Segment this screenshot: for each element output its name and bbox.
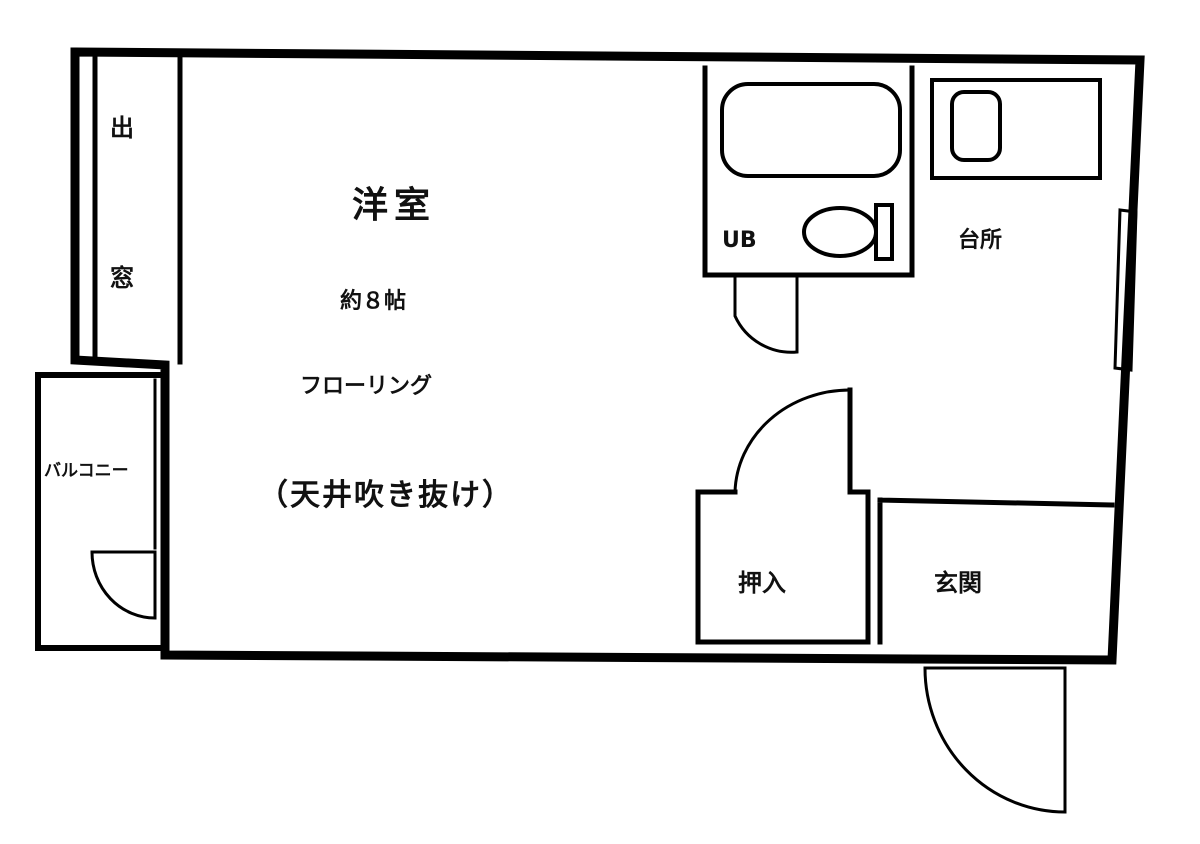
closet-label: 押入	[738, 569, 786, 597]
right-window	[1113, 208, 1138, 372]
entrance-label: 玄関	[934, 569, 982, 597]
western-room-name: 洋室	[352, 185, 437, 226]
side-bay-wall	[92, 52, 183, 365]
closet-wall	[695, 387, 871, 645]
entrance-wall	[877, 497, 1115, 645]
kitchen-counter	[930, 78, 1102, 180]
western-room-note: （天井吹き抜け）	[258, 478, 514, 513]
closet-door	[733, 388, 852, 494]
kitchen-sink	[950, 90, 1002, 162]
western-room-size: 約８帖	[340, 289, 407, 314]
balcony-door	[90, 550, 157, 620]
side-bay-label-top: 出	[110, 114, 134, 142]
western-room-floor: フローリング	[300, 374, 433, 399]
unit-bath-wall	[702, 65, 915, 278]
kitchen-label: 台所	[958, 228, 1003, 253]
unit-bath-label: UB	[722, 228, 757, 253]
toilet-bowl	[802, 206, 878, 258]
side-bay-label-bottom: 窓	[110, 264, 134, 292]
outer-wall	[70, 47, 1145, 665]
bathtub	[720, 82, 902, 178]
bath-door	[733, 276, 799, 354]
balcony-wall	[35, 372, 168, 651]
front-door	[923, 666, 1067, 814]
toilet-tank	[874, 203, 894, 261]
balcony-label: バルコニー	[44, 461, 129, 481]
